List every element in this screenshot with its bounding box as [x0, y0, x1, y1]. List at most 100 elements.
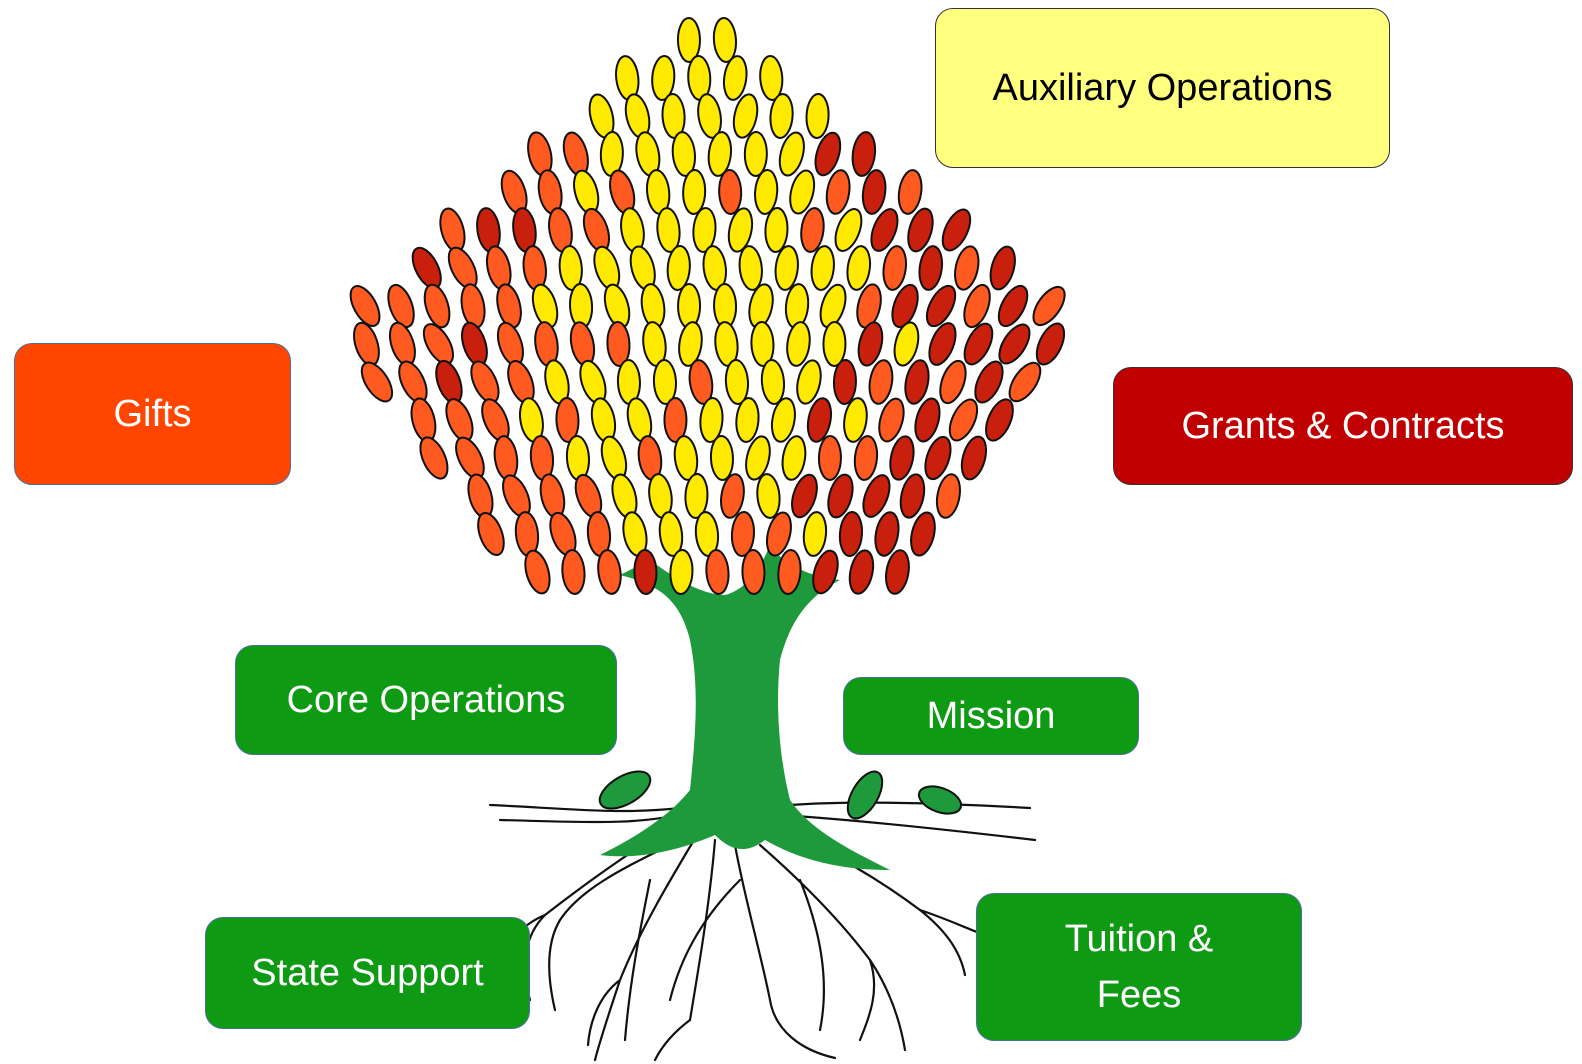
leaf [699, 397, 724, 443]
leaf [561, 549, 586, 595]
leaf [741, 549, 766, 595]
leaf [669, 549, 694, 595]
leaf [387, 283, 415, 329]
leaf [907, 207, 934, 253]
leaf [838, 511, 864, 557]
leaf [770, 397, 796, 443]
leaf [925, 284, 957, 328]
leaf [759, 55, 784, 101]
leaf [843, 397, 868, 443]
leaf [455, 436, 485, 480]
trunk [600, 545, 890, 870]
leaf [467, 473, 494, 519]
leaf [460, 283, 486, 329]
leaf [705, 549, 730, 595]
leaf [388, 321, 416, 367]
leaf [743, 131, 768, 177]
leaf [985, 398, 1014, 442]
mission-box: Mission [843, 677, 1139, 755]
leaf [882, 245, 908, 291]
leaf [707, 131, 733, 177]
leaf [353, 321, 380, 367]
leaf [760, 359, 786, 405]
leaf [1008, 361, 1042, 403]
leaf [692, 207, 717, 253]
leaf [732, 93, 759, 139]
leaf [676, 17, 701, 63]
leaf [832, 359, 857, 405]
leaf [781, 435, 807, 481]
leaf [870, 208, 899, 252]
leaf [606, 321, 631, 367]
leaf [885, 549, 910, 595]
auxiliary-operations-label: Auxiliary Operations [992, 67, 1333, 109]
leaf [918, 245, 944, 291]
gifts-label: Gifts [113, 393, 192, 435]
auxiliary-operations-box: Auxiliary Operations [935, 8, 1390, 168]
mission-label: Mission [926, 695, 1056, 737]
leaf [410, 397, 437, 443]
leaf [777, 549, 802, 595]
leaf [756, 473, 781, 519]
leaf [496, 321, 524, 367]
leaf [398, 360, 428, 404]
leaf [1035, 322, 1066, 366]
leaf [765, 511, 792, 557]
leaf [899, 473, 926, 519]
tuition-fees-box: Tuition & Fees [976, 893, 1302, 1041]
leaf [941, 208, 972, 252]
leaf [822, 321, 847, 367]
leaf [791, 473, 818, 519]
leaf [846, 245, 872, 291]
leaf [963, 283, 991, 329]
tuition-fees-label-line1: Tuition & [1064, 918, 1214, 960]
tuition-fees-label-line2: Fees [1096, 974, 1182, 1016]
leaf [620, 207, 645, 253]
leaf [514, 511, 540, 557]
leaf [997, 284, 1029, 328]
leaf [814, 131, 842, 177]
leaf [656, 207, 681, 253]
leaf [789, 169, 816, 215]
leaf [435, 359, 463, 405]
leaf [861, 169, 887, 215]
leaf [853, 435, 879, 481]
leaf [709, 435, 734, 481]
leaf [800, 207, 825, 253]
leaf [684, 473, 709, 519]
leaf [805, 93, 830, 139]
leaf [989, 245, 1016, 291]
grants-contracts-label: Grants & Contracts [1181, 405, 1505, 447]
leaf [590, 397, 617, 443]
leaf [555, 397, 580, 443]
leaf [522, 245, 547, 291]
leaf [678, 321, 703, 367]
leaf [652, 359, 677, 405]
leaf [411, 246, 442, 290]
leaf [948, 398, 979, 442]
leaf [910, 511, 936, 557]
grants-contracts-box: Grants & Contracts [1113, 367, 1573, 485]
leaf [769, 93, 794, 139]
leaf [539, 473, 566, 519]
leaf [935, 473, 961, 519]
leaf [862, 474, 891, 518]
leaf [819, 283, 847, 329]
leaf [868, 359, 894, 405]
leaf [666, 245, 691, 291]
leaf [360, 361, 394, 403]
state-support-box: State Support [205, 917, 530, 1029]
leaf [562, 131, 589, 177]
leaves [349, 17, 1066, 595]
leaf [720, 473, 745, 519]
state-support-label: State Support [251, 952, 484, 994]
leaf [827, 473, 854, 519]
leaf [745, 435, 771, 481]
leaf [461, 321, 488, 367]
leaf [774, 245, 799, 291]
leaf [422, 323, 455, 365]
leaf [712, 17, 738, 63]
leaf [447, 246, 478, 290]
leaf [724, 359, 750, 405]
